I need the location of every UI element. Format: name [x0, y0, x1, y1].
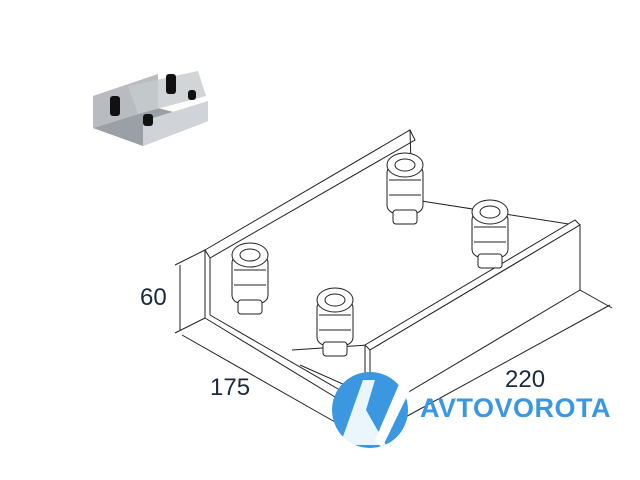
- height-dimension-label: 60: [140, 284, 167, 311]
- roller-front-right: [316, 287, 354, 357]
- rollers: [231, 152, 509, 357]
- dimension-lines: [174, 249, 613, 423]
- brand-name: AVTOVOROTA: [420, 393, 612, 423]
- roller-back-left: [386, 152, 424, 225]
- product-photo-thumbnail: [93, 71, 208, 146]
- left-wall: [204, 129, 416, 318]
- roller-back-right: [471, 199, 509, 269]
- length-dimension-label: 220: [505, 366, 546, 393]
- width-dimension-label: 175: [210, 374, 251, 401]
- roller-front-left: [231, 242, 269, 315]
- brand-logo-icon: [332, 372, 410, 448]
